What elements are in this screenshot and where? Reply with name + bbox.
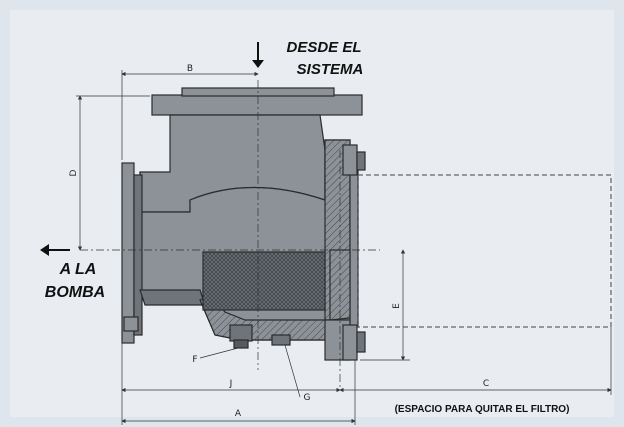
strainer-basket-screen [202, 251, 326, 311]
removal-space-note: (ESPACIO PARA QUITAR EL FILTRO) [395, 404, 570, 415]
dim-f-label: F [192, 355, 197, 365]
dimension-lines [76, 70, 612, 425]
arrow-left-icon [40, 244, 49, 256]
arrow-down-icon [252, 60, 264, 68]
strainer-body [121, 87, 366, 361]
dim-g-label: G [304, 393, 311, 403]
center-lines [80, 80, 380, 390]
inlet-label-line2: SISTEMA [297, 61, 364, 78]
dim-b-label: B [187, 64, 193, 74]
flow-arrows [40, 42, 264, 256]
dim-d-label: D [69, 169, 79, 176]
outlet-label-line1: A LA [59, 261, 97, 278]
inlet-label-line1: DESDE EL [286, 39, 361, 56]
dim-e-label: E [392, 303, 402, 309]
dim-j-label: J [229, 379, 233, 389]
outlet-label-line2: BOMBA [45, 284, 105, 301]
dim-a-label: A [235, 409, 242, 419]
filter-removal-space [357, 174, 612, 328]
dim-c-label: C [483, 379, 489, 389]
